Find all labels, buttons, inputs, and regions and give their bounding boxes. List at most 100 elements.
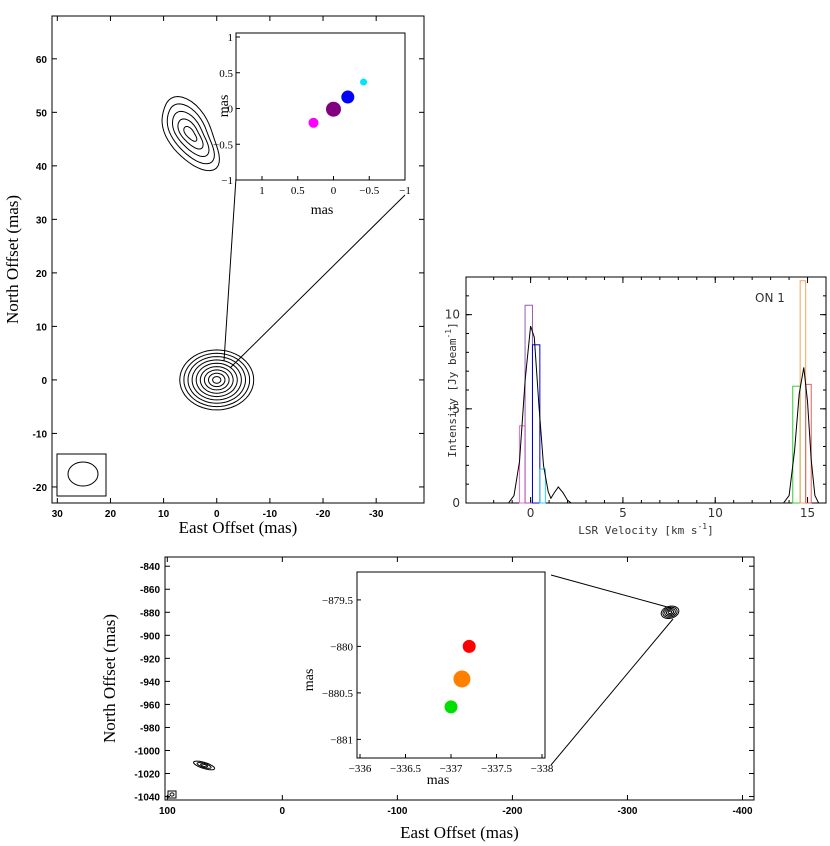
map-bottom-ytick-label: -980 bbox=[140, 723, 160, 734]
map-top-ytick-label: 0 bbox=[41, 376, 47, 387]
map-top-xtick-label: -20 bbox=[316, 509, 331, 520]
bottom-secondary-source-contour-1 bbox=[193, 760, 216, 771]
map-top-ytick-label: 60 bbox=[36, 55, 48, 66]
map-bottom-ytick-label: -880 bbox=[140, 608, 160, 619]
map-top-xtick-label: -30 bbox=[369, 509, 384, 520]
map-bottom-ytick-label: -940 bbox=[140, 677, 160, 688]
bottom-secondary-source-contour-2 bbox=[196, 762, 212, 769]
inset-top-ylabel: mas bbox=[217, 95, 232, 118]
map-top-xtick-label: 30 bbox=[52, 509, 64, 520]
inset-top-frame bbox=[235, 32, 406, 181]
inset-top-point-3 bbox=[341, 90, 355, 104]
bottom-main-source-contour-3 bbox=[664, 607, 676, 617]
bottom-beam-ellipse bbox=[169, 792, 175, 797]
map-bottom-ytick-label: -960 bbox=[140, 700, 160, 711]
beam-ellipse bbox=[67, 461, 99, 487]
inset-top-xlabel: mas bbox=[311, 203, 334, 218]
inset-bottom-xtick-label: −336 bbox=[349, 763, 372, 775]
spectrum-xtick-label: 0 bbox=[527, 506, 535, 520]
map-top-ytick-label: 10 bbox=[36, 322, 48, 333]
map-bottom-ytick-label: -860 bbox=[140, 585, 160, 596]
map-top-frame bbox=[51, 15, 425, 504]
spectrum-ylabel: Intensity [Jy beam-1] bbox=[444, 322, 459, 457]
bottom-main-source-contour-1 bbox=[660, 605, 680, 619]
inset-top-xtick-label: 1 bbox=[259, 185, 265, 197]
spectrum-line bbox=[466, 325, 826, 504]
main-source-contour-9 bbox=[212, 376, 222, 384]
map-bottom-ylabel: North Offset (mas) bbox=[100, 614, 119, 743]
map-bottom-xtick-label: 0 bbox=[280, 806, 286, 817]
inset-bottom-frame bbox=[356, 571, 546, 759]
inset-bottom-ytick-label: −879.5 bbox=[322, 595, 353, 607]
map-top-ytick-label: -20 bbox=[33, 483, 48, 494]
map-top-ytick-label: 40 bbox=[36, 162, 48, 173]
map-bottom-xtick-label: -400 bbox=[732, 806, 752, 817]
inset-top-xtick-label: −0.5 bbox=[359, 185, 379, 197]
map-bottom-ytick-label: -1000 bbox=[134, 746, 160, 757]
map-top-ylabel: North Offset (mas) bbox=[3, 195, 22, 324]
map-bottom-ytick-label: -1020 bbox=[134, 770, 160, 781]
inset-top-xtick-label: 0.5 bbox=[291, 185, 305, 197]
inset-top-ytick-label: −1 bbox=[221, 175, 233, 187]
map-bottom-frame bbox=[164, 556, 755, 801]
bottom-secondary-source-contour-3 bbox=[200, 763, 209, 768]
main-source-contour-3 bbox=[187, 356, 246, 404]
spectrum-bar-7 bbox=[805, 383, 812, 504]
secondary-source-contour-5 bbox=[183, 126, 198, 142]
bottom-beam-box bbox=[167, 790, 177, 799]
spectrum-bar-5 bbox=[792, 385, 801, 504]
spectrum-annotation: ON 1 bbox=[755, 291, 785, 305]
inset-top-ytick-label: 1 bbox=[228, 32, 234, 44]
spectrum-bar-2 bbox=[524, 304, 533, 504]
spectrum-ytick-label: 10 bbox=[445, 308, 460, 322]
map-bottom-ytick-label: -840 bbox=[140, 562, 160, 573]
zoom-line-bottom-top bbox=[550, 574, 672, 609]
secondary-source-contour-3 bbox=[171, 110, 210, 158]
map-bottom-ytick-label: -1040 bbox=[134, 793, 160, 804]
inset-bottom-xlabel: mas bbox=[427, 773, 450, 788]
inset-bottom-ylabel: mas bbox=[302, 669, 317, 692]
bottom-main-source-contour-5 bbox=[667, 610, 673, 614]
spectrum-xlabel: LSR Velocity [km s-1] bbox=[578, 522, 713, 537]
inset-bottom-ytick-label: −880 bbox=[330, 641, 353, 653]
main-source-contour-6 bbox=[199, 366, 234, 394]
inset-top-ytick-label: 0 bbox=[228, 104, 234, 116]
inset-bottom-point-1 bbox=[462, 639, 476, 653]
spectrum-ytick-label: 0 bbox=[452, 496, 460, 510]
spectrum-ytick-label: 5 bbox=[452, 402, 460, 416]
secondary-source-contour-2 bbox=[166, 103, 215, 165]
main-source-contour-8 bbox=[207, 372, 226, 388]
inset-bottom-ytick-label: −880.5 bbox=[322, 688, 353, 700]
map-bottom-xtick-label: -100 bbox=[387, 806, 407, 817]
bottom-main-source-contour-2 bbox=[662, 606, 678, 618]
map-bottom-xtick-label: 100 bbox=[159, 806, 176, 817]
inset-bottom-point-3 bbox=[444, 700, 458, 714]
map-top-xtick-label: 10 bbox=[158, 509, 170, 520]
main-source-contour-5 bbox=[195, 362, 238, 398]
bottom-main-source-contour-4 bbox=[666, 609, 675, 616]
map-top-xtick-label: -10 bbox=[263, 509, 278, 520]
spectrum-xtick-label: 15 bbox=[800, 506, 815, 520]
spectrum-bar-6 bbox=[799, 280, 807, 504]
map-top-xtick-label: 0 bbox=[214, 509, 220, 520]
main-source-contour-7 bbox=[203, 369, 230, 391]
inset-top-point-4 bbox=[360, 78, 368, 86]
main-source-contour-4 bbox=[191, 359, 242, 401]
spectrum-bar-4 bbox=[539, 468, 546, 504]
map-bottom-ytick-label: -900 bbox=[140, 631, 160, 642]
map-top-xlabel: East Offset (mas) bbox=[179, 518, 298, 537]
map-bottom-ytick-label: -920 bbox=[140, 654, 160, 665]
secondary-source-contour-4 bbox=[177, 118, 204, 150]
main-source-contour-1 bbox=[179, 349, 255, 411]
inset-top-xtick-label: −1 bbox=[399, 185, 411, 197]
map-top-ytick-label: 20 bbox=[36, 269, 48, 280]
spectrum-bar-1 bbox=[519, 425, 526, 504]
map-top-ytick-label: 30 bbox=[36, 215, 48, 226]
zoom-line-top-right bbox=[229, 194, 406, 369]
zoom-line-bottom-bottom bbox=[550, 618, 674, 766]
